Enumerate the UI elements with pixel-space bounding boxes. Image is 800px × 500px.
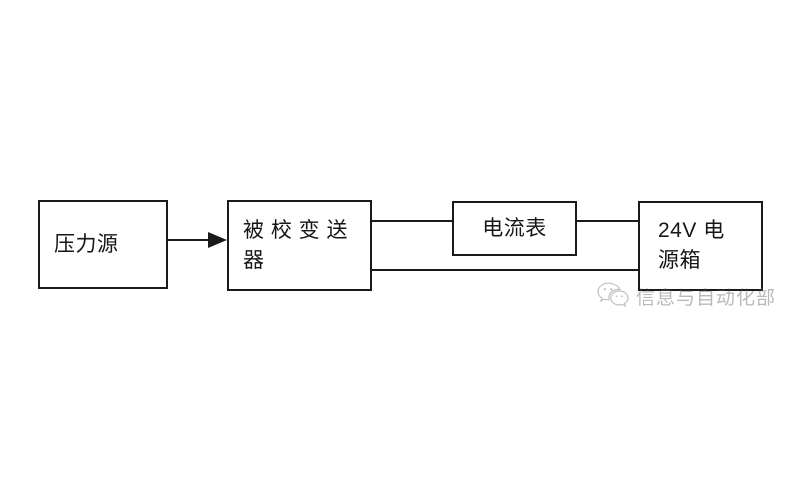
block-transmitter-under-calibration: 被 校 变 送 器 xyxy=(227,200,372,291)
arrow-head-icon xyxy=(208,232,227,248)
wechat-logo-icon xyxy=(596,281,630,312)
block-pressure-source: 压力源 xyxy=(38,200,168,289)
connector-source-to-transmitter xyxy=(168,239,218,241)
block-power-supply-24v-label: 24V 电 源箱 xyxy=(658,219,725,272)
block-pressure-source-label: 压力源 xyxy=(54,232,119,256)
connector-transmitter-to-ammeter xyxy=(371,220,453,222)
block-ammeter: 电流表 xyxy=(452,201,577,256)
block-ammeter-label: 电流表 xyxy=(482,216,547,240)
connector-transmitter-to-power-supply xyxy=(371,269,639,271)
connector-ammeter-to-power-supply xyxy=(576,220,639,222)
block-transmitter-under-calibration-label: 被 校 变 送 器 xyxy=(243,218,349,272)
block-power-supply-24v: 24V 电 源箱 xyxy=(638,201,763,291)
